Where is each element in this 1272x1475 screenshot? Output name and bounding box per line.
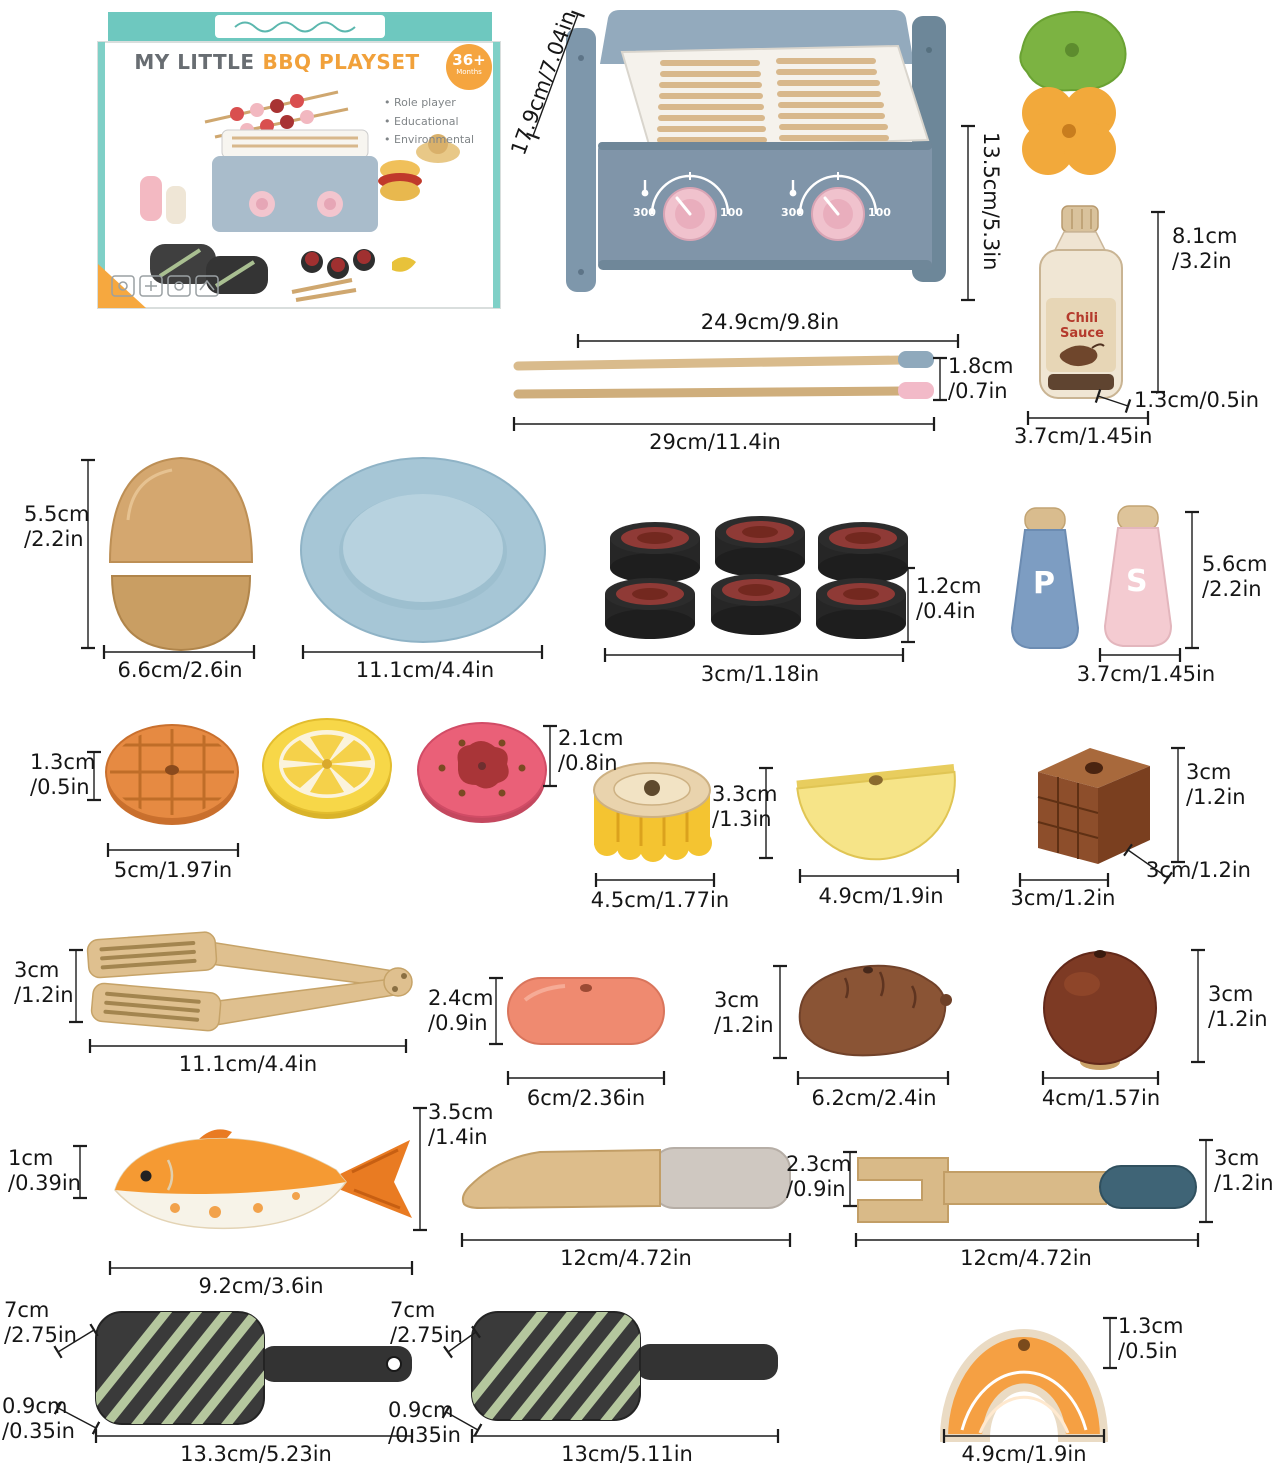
dim-plate-width: 11.1cm/4.4in	[355, 658, 495, 682]
thermometer-icon	[789, 180, 797, 197]
right-dial	[789, 172, 878, 241]
dim-bottle-depth: 1.3cm/0.5in	[1134, 388, 1260, 412]
dim-paddle1-length: 13.3cm/5.23in	[180, 1442, 332, 1466]
dim-bun-width: 6.6cm/2.6in	[117, 658, 243, 682]
dim-onion-height: 3cm /1.2in	[1208, 982, 1268, 1031]
pepper-shaker	[1010, 507, 1080, 649]
dim-slice-width: 5cm/1.97in	[113, 858, 233, 882]
dim-knife-length: 12cm/4.72in	[560, 1246, 692, 1270]
dim-patty-height: 1.2cm /0.4in	[916, 574, 982, 623]
left-dial	[641, 172, 730, 241]
plate	[300, 457, 546, 643]
bbq-grill	[566, 10, 946, 292]
dim-paddle1-height: 7cm /2.75in	[4, 1298, 77, 1347]
onion	[1043, 950, 1157, 1070]
dim-paddle2-thickness: 0.9cm /0.35in	[388, 1398, 461, 1447]
chocolate-cube	[1037, 748, 1150, 864]
dim-fish-height: 3.5cm /1.4in	[428, 1100, 494, 1149]
pepper-letter: P	[1033, 566, 1055, 601]
tomato-slice	[417, 722, 547, 823]
dial-left-min: 300	[633, 206, 656, 219]
orange-slice	[105, 724, 239, 825]
box-illustration	[140, 90, 460, 302]
grill-paddle-1	[95, 1311, 412, 1425]
chili-sauce-label: Chili Sauce	[1060, 311, 1104, 341]
box-bullet: Environmental	[384, 131, 474, 150]
dim-cube-width: 3cm/1.2in	[1010, 886, 1116, 910]
dim-paddle2-height: 7cm /2.75in	[390, 1298, 463, 1347]
dim-fork-height: 3cm /1.2in	[1214, 1146, 1272, 1195]
fish	[114, 1129, 412, 1230]
dim-donut-height: 2.1cm /0.8in	[558, 726, 624, 775]
salmon-steak	[939, 1329, 1109, 1442]
chili-sauce-bottle	[1039, 205, 1123, 399]
knife	[461, 1147, 791, 1210]
box-bullet: Role player	[384, 94, 474, 113]
dim-fork-neck: 2.3cm /0.9in	[786, 1152, 852, 1201]
dim-grill-width: 24.9cm/9.8in	[700, 310, 840, 334]
dim-skewer-tip: 1.8cm /0.7in	[948, 354, 1014, 403]
age-badge-sub: Months	[456, 68, 482, 76]
dim-salmon-height: 1.3cm /0.5in	[1118, 1314, 1184, 1363]
dim-shaker-width: 3.7cm/1.45in	[1076, 662, 1216, 686]
dim-slice-height: 1.3cm /0.5in	[30, 750, 96, 799]
sweet-potato	[798, 964, 952, 1057]
felt-lettuce	[1019, 10, 1127, 92]
box-title: MY LITTLE BBQ PLAYSET	[122, 50, 432, 74]
dim-potato-width: 6.2cm/2.4in	[811, 1086, 937, 1110]
dim-potato-height: 3cm /1.2in	[714, 988, 774, 1037]
wooden-tongs	[86, 931, 413, 1032]
thermometer-icon	[641, 180, 649, 197]
felt-cheese	[1022, 87, 1116, 175]
dim-salmon-width: 4.9cm/1.9in	[961, 1442, 1087, 1466]
grill-fork	[857, 1157, 1197, 1223]
dim-corn-width: 4.5cm/1.77in	[590, 888, 730, 912]
box-title-part1: MY LITTLE	[134, 50, 255, 74]
dim-paddle1-thickness: 0.9cm /0.35in	[2, 1394, 75, 1443]
dim-bottle-height: 8.1cm /3.2in	[1172, 224, 1238, 273]
burger-bun	[108, 456, 254, 652]
dim-paddle2-length: 13cm/5.11in	[561, 1442, 693, 1466]
dim-bun-height: 5.5cm /2.2in	[24, 502, 90, 551]
dim-patty-width: 3cm/1.18in	[700, 662, 820, 686]
dim-cube-height: 3cm /1.2in	[1186, 760, 1246, 809]
corn-piece	[593, 762, 712, 862]
lemon-half	[796, 764, 956, 861]
dim-sausage-height: 2.4cm /0.9in	[428, 986, 494, 1035]
age-badge: 36+ Months	[446, 44, 492, 90]
dim-fish-tail: 1cm /0.39in	[8, 1146, 81, 1195]
dial-left-max: 100	[720, 206, 743, 219]
sausage	[507, 977, 665, 1045]
age-badge-number: 36+	[452, 51, 486, 69]
box-bullet: Educational	[384, 113, 474, 132]
dim-skewer-length: 29cm/11.4in	[649, 430, 781, 454]
grill-paddle-2	[471, 1311, 778, 1421]
certification-icons	[111, 275, 219, 297]
skewers	[513, 351, 934, 399]
dial-right-max: 100	[868, 206, 891, 219]
dim-tongs-length: 11.1cm/4.4in	[178, 1052, 318, 1076]
dial-right-min: 300	[781, 206, 804, 219]
dim-bottle-width: 3.7cm/1.45in	[1014, 424, 1153, 448]
dim-half-width: 4.9cm/1.9in	[818, 884, 944, 908]
dim-onion-width: 4cm/1.57in	[1041, 1086, 1161, 1110]
dim-grill-height: 13.5cm/5.3in	[978, 132, 1003, 271]
dim-tongs-height: 3cm /1.2in	[14, 958, 74, 1007]
dim-corn-height: 3.3cm /1.3in	[712, 782, 778, 831]
dim-shaker-height: 5.6cm /2.2in	[1202, 552, 1268, 601]
dim-fork-length: 12cm/4.72in	[960, 1246, 1092, 1270]
patties	[605, 516, 908, 639]
salt-shaker	[1103, 505, 1173, 647]
grill-slats	[657, 58, 889, 143]
dim-fish-length: 9.2cm/3.6in	[198, 1274, 324, 1298]
salt-letter: S	[1126, 564, 1148, 599]
product-box	[97, 12, 501, 309]
dim-cube-depth: 3cm/1.2in	[1146, 858, 1251, 882]
box-bullets: Role player Educational Environmental	[384, 94, 474, 150]
lemon-slice	[262, 718, 392, 819]
dimension-lines	[53, 10, 1213, 1443]
box-title-part2: BBQ PLAYSET	[262, 50, 420, 74]
dim-sausage-width: 6cm/2.36in	[526, 1086, 646, 1110]
